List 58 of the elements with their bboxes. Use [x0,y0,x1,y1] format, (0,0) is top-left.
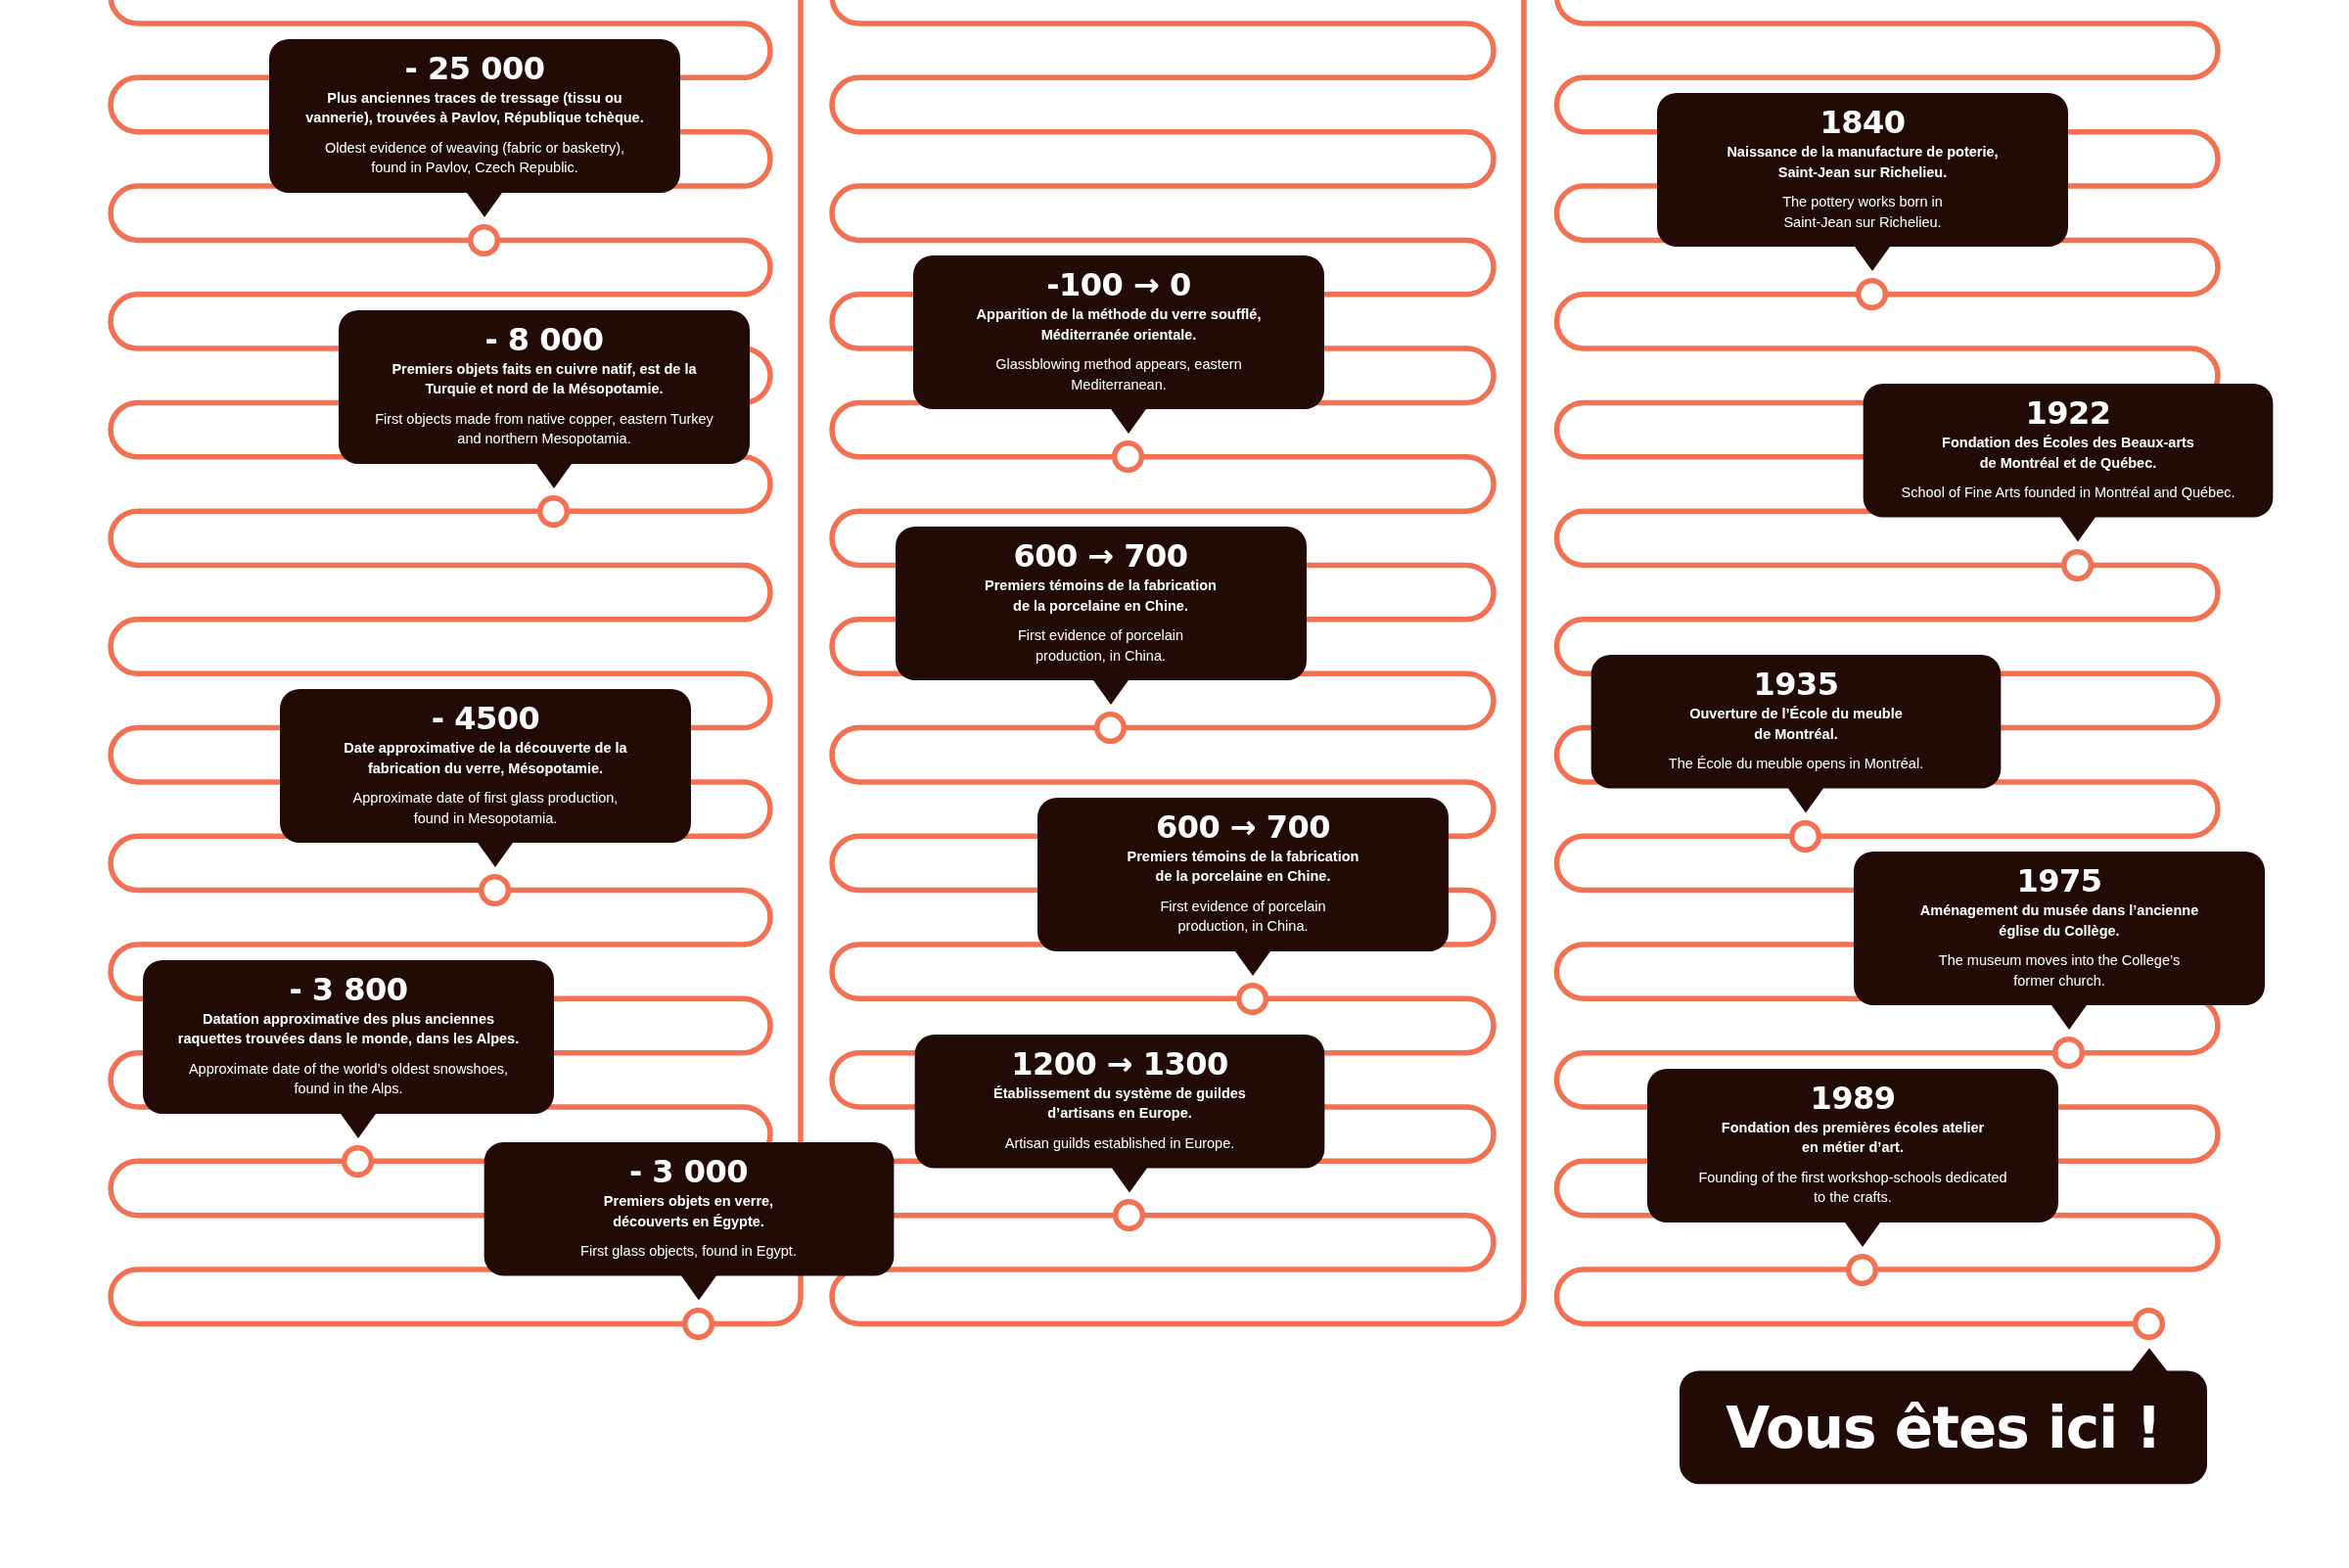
english-description: First glass objects, found in Egypt. [580,1242,797,1262]
speech-bubble [1854,852,2265,1031]
speech-bubble [339,309,750,488]
english-description: Approximate date of the world’s oldest snowshoes, found in the Alps. [187,1059,510,1099]
speech-bubble [914,1034,1325,1193]
english-description: Oldest evidence of weaving (fabric or basketry), found in Pavlov, Czech Republic. [323,138,626,178]
speech-bubble [280,689,691,868]
english-description: Glassblowing method appears, eastern Mediterranean. [994,355,1243,394]
date-heading: 1935 [1753,665,1839,705]
callout-heading: Vous êtes ici ! [1726,1393,2161,1462]
date-heading: 1922 [2025,393,2111,434]
date-heading: - 4500 [431,699,540,739]
speech-bubble [269,38,680,217]
date-heading: 1840 [1819,103,1906,143]
speech-bubble [913,255,1324,435]
french-description: Naissance de la manufacture de poterie, Saint-Jean sur Richelieu. [1726,143,2000,182]
english-description: First objects made from native copper, eastern Turkey and northern Mesopotamia. [374,409,714,449]
french-description: Apparition de la méthode du verre soufflé, Méditerranée orientale. [975,305,1263,345]
date-heading: - 3 000 [628,1152,749,1192]
french-description: Premiers témoins de la fabrication de la porcelaine en Chine. [984,576,1218,616]
speech-bubble [143,959,554,1138]
speech-bubble [1037,797,1449,976]
english-description: Approximate date of first glass production, found in Mesopotamia. [351,789,620,828]
date-heading: 1200 → 1300 [1011,1043,1228,1084]
french-description: Datation approximative des plus anciennes raquettes trouvées dans le monde, dans les Alpes. [176,1009,521,1049]
english-description: Artisan guilds established in Europe. [1004,1133,1235,1153]
french-description: Premiers objets faits en cuivre natif, est de la Turquie et nord de la Mésopotamie. [391,359,698,399]
date-heading: -100 → 0 [1046,265,1191,305]
speech-bubble [895,527,1307,705]
speech-bubble [1680,1348,2207,1485]
speech-bubble [1863,384,2274,542]
french-description: Plus anciennes traces de tressage (tissu ou vannerie), trouvées à Pavlov, République tchèque. [304,88,645,128]
date-heading: 600 → 700 [1013,536,1188,576]
speech-bubble [1657,93,2068,272]
french-description: Date approximative de la découverte de la fabrication du verre, Mésopotamie. [343,739,628,778]
date-heading: 1989 [1810,1078,1896,1118]
english-description: First evidence of porcelain production, in China. [1016,626,1185,666]
french-description: Fondation des Écoles des Beaux-arts de Montréal et de Québec. [1941,434,2195,473]
french-description: Premiers témoins de la fabrication de la porcelaine en Chine. [1126,847,1360,887]
date-heading: 1975 [2016,861,2102,901]
english-description: School of Fine Arts founded in Montréal and Québec. [1901,484,2235,503]
english-description: The École du meuble opens in Montréal. [1668,755,1924,774]
french-description: Premiers objets en verre, découverts en Égypte. [602,1192,775,1231]
french-description: Fondation des premières écoles atelier en métier d’art. [1720,1118,1986,1157]
speech-bubble [1647,1068,2058,1247]
date-heading: 600 → 700 [1155,807,1331,847]
speech-bubble [483,1142,895,1301]
speech-bubble [1590,655,2002,813]
french-description: Établissement du système de guildes d’artisans en Europe. [992,1084,1247,1124]
date-heading: - 25 000 [404,48,545,88]
french-description: Ouverture de l’École du meuble de Montréal. [1688,705,1904,744]
date-heading: - 8 000 [484,319,604,359]
french-description: Aménagement du musée dans l’ancienne église du Collège. [1918,901,2200,941]
english-description: First evidence of porcelain production, in China. [1159,897,1327,937]
english-description: The pottery works born in Saint-Jean sur Richelieu. [1781,193,1944,232]
english-description: The museum moves into the College’s former church. [1937,951,2182,991]
date-heading: - 3 800 [289,969,408,1009]
english-description: Founding of the first workshop-schools dedicated to the crafts. [1697,1168,2008,1207]
